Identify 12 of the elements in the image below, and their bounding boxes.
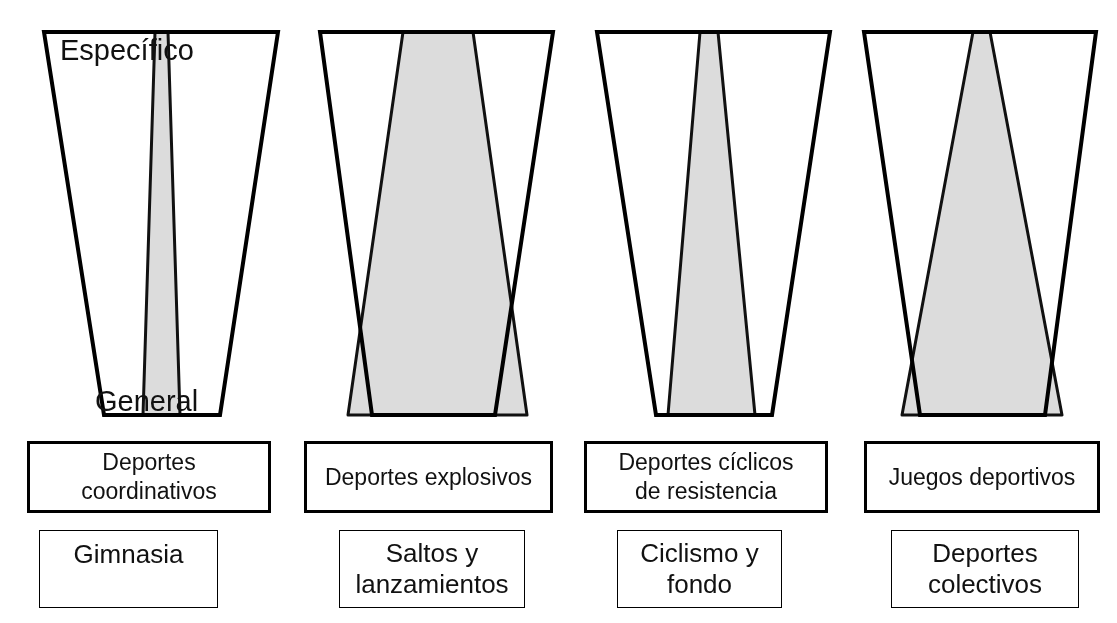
category-box: Juegos deportivos <box>864 441 1100 513</box>
category-box: Deportes explosivos <box>304 441 553 513</box>
example-box: Saltos y lanzamientos <box>339 530 525 608</box>
example-box: Ciclismo y fondo <box>617 530 782 608</box>
category-box: Deportes cíclicos de resistencia <box>584 441 828 513</box>
trapezoid-drawing <box>597 32 830 415</box>
trapezoid-drawing <box>864 32 1096 415</box>
category-box: Deportes coordinativos <box>27 441 271 513</box>
example-box: Deportes colectivos <box>891 530 1079 608</box>
trapezoid-drawing <box>44 32 278 415</box>
trapezoid-drawing <box>320 32 553 415</box>
example-box: Gimnasia <box>39 530 218 608</box>
